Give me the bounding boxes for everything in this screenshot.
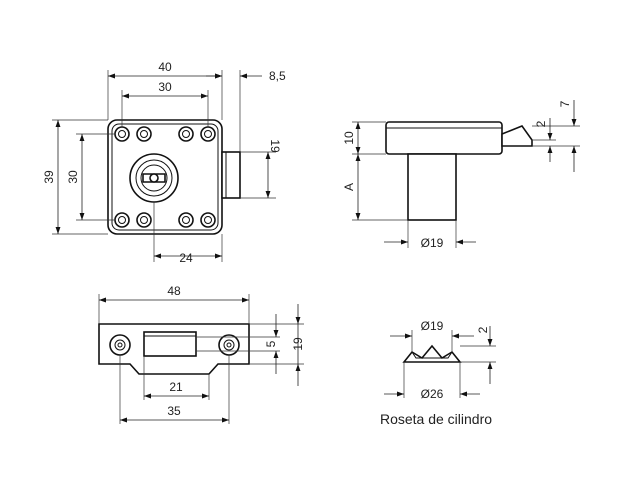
rosette-view: Ø19 Ø26 2 Roseta de cilindro xyxy=(380,319,496,427)
dim-head-height: 10 xyxy=(342,131,356,145)
front-view: 40 30 8,5 39 30 19 24 xyxy=(42,60,286,265)
rosette-caption: Roseta de cilindro xyxy=(380,411,492,427)
dim-side-diameter: Ø19 xyxy=(421,236,444,250)
dim-rosette-inner-diameter: Ø19 xyxy=(421,319,444,333)
rosette-profile xyxy=(402,344,462,363)
dim-bottom-span: 24 xyxy=(179,251,193,265)
side-cylinder-body xyxy=(407,153,457,221)
strike-plate-view: 48 21 35 5 19 xyxy=(98,284,305,424)
dim-strike-length: 48 xyxy=(167,284,181,298)
dim-bolt-total: 7 xyxy=(558,100,572,107)
dim-hole-spacing-top: 30 xyxy=(158,80,172,94)
dim-body-length: A xyxy=(342,183,356,191)
lock-bolt xyxy=(221,151,241,199)
dim-rosette-height: 2 xyxy=(476,326,490,333)
dim-bolt-step: 2 xyxy=(534,120,548,127)
dim-bolt-height: 19 xyxy=(268,139,282,153)
dim-slot-height: 5 xyxy=(264,340,278,347)
dim-outer-height: 39 xyxy=(42,170,56,184)
cylinder xyxy=(129,153,179,203)
dim-outer-width: 40 xyxy=(158,60,172,74)
dim-hole-spacing-side: 30 xyxy=(66,170,80,184)
dim-bolt-offset: 8,5 xyxy=(269,69,286,83)
side-head xyxy=(385,121,503,155)
side-bolt xyxy=(501,125,533,147)
dim-slot-width: 21 xyxy=(169,380,183,394)
side-view: 10 A Ø19 2 7 xyxy=(342,100,580,250)
dim-strike-height: 19 xyxy=(291,337,305,351)
dim-rosette-outer-diameter: Ø26 xyxy=(421,387,444,401)
dim-hole-spacing: 35 xyxy=(167,404,181,418)
lock-body-inner-edge xyxy=(111,123,219,231)
